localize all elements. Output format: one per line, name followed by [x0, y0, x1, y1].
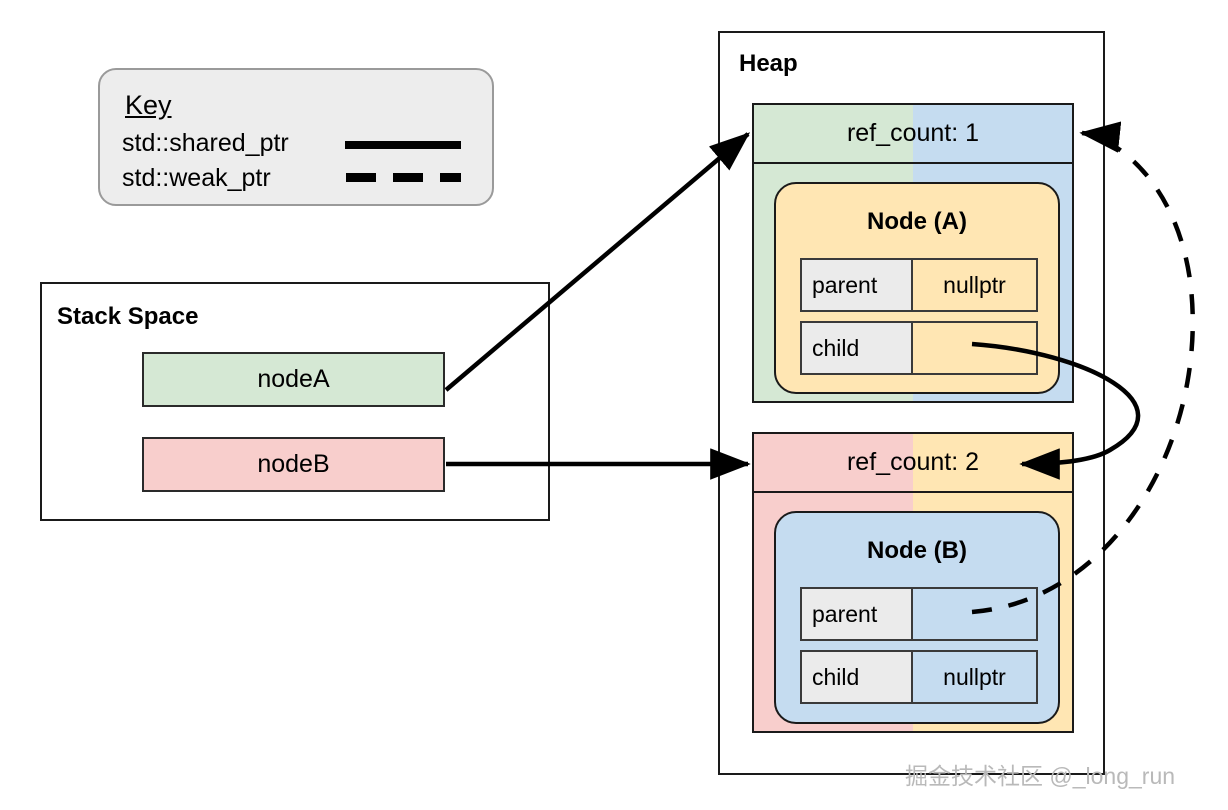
- node-a-parent-key: parent: [802, 260, 913, 310]
- node-b-title: Node (B): [867, 537, 967, 564]
- stack-slot-nodeA: nodeA: [142, 352, 445, 407]
- key-legend-title: Key: [125, 90, 172, 120]
- key-legend-weak-ptr-label: std::weak_ptr: [122, 164, 271, 192]
- key-legend-box: [98, 68, 494, 206]
- node-b-child-row: child nullptr: [800, 650, 1038, 704]
- node-b-child-value: nullptr: [913, 652, 1036, 702]
- watermark-text: 掘金技术社区 @_long_run: [905, 763, 1176, 789]
- node-b-child-key: child: [802, 652, 913, 702]
- node-a-parent-value: nullptr: [913, 260, 1036, 310]
- dashed-line-swatch-icon: [346, 173, 461, 182]
- key-legend-shared-ptr-label: std::shared_ptr: [122, 129, 289, 157]
- control-block-a: ref_count: 1 Node (A) parent nullptr chi…: [752, 103, 1074, 403]
- heap-title: Heap: [739, 50, 798, 77]
- node-a-box: Node (A) parent nullptr child: [774, 182, 1060, 394]
- stack-slot-nodeB: nodeB: [142, 437, 445, 492]
- control-block-a-ref-count: ref_count: 1: [754, 105, 1072, 164]
- solid-line-swatch-icon: [345, 141, 461, 149]
- node-b-box: Node (B) parent child nullptr: [774, 511, 1060, 724]
- node-a-child-value: [913, 323, 1036, 373]
- node-a-title: Node (A): [867, 208, 967, 235]
- node-a-child-key: child: [802, 323, 913, 373]
- node-b-parent-key: parent: [802, 589, 913, 639]
- stack-space-title: Stack Space: [57, 303, 199, 330]
- node-a-child-row: child: [800, 321, 1038, 375]
- node-a-parent-row: parent nullptr: [800, 258, 1038, 312]
- control-block-b: ref_count: 2 Node (B) parent child nullp…: [752, 432, 1074, 733]
- node-b-parent-row: parent: [800, 587, 1038, 641]
- control-block-b-ref-count: ref_count: 2: [754, 434, 1072, 493]
- node-b-parent-value: [913, 589, 1036, 639]
